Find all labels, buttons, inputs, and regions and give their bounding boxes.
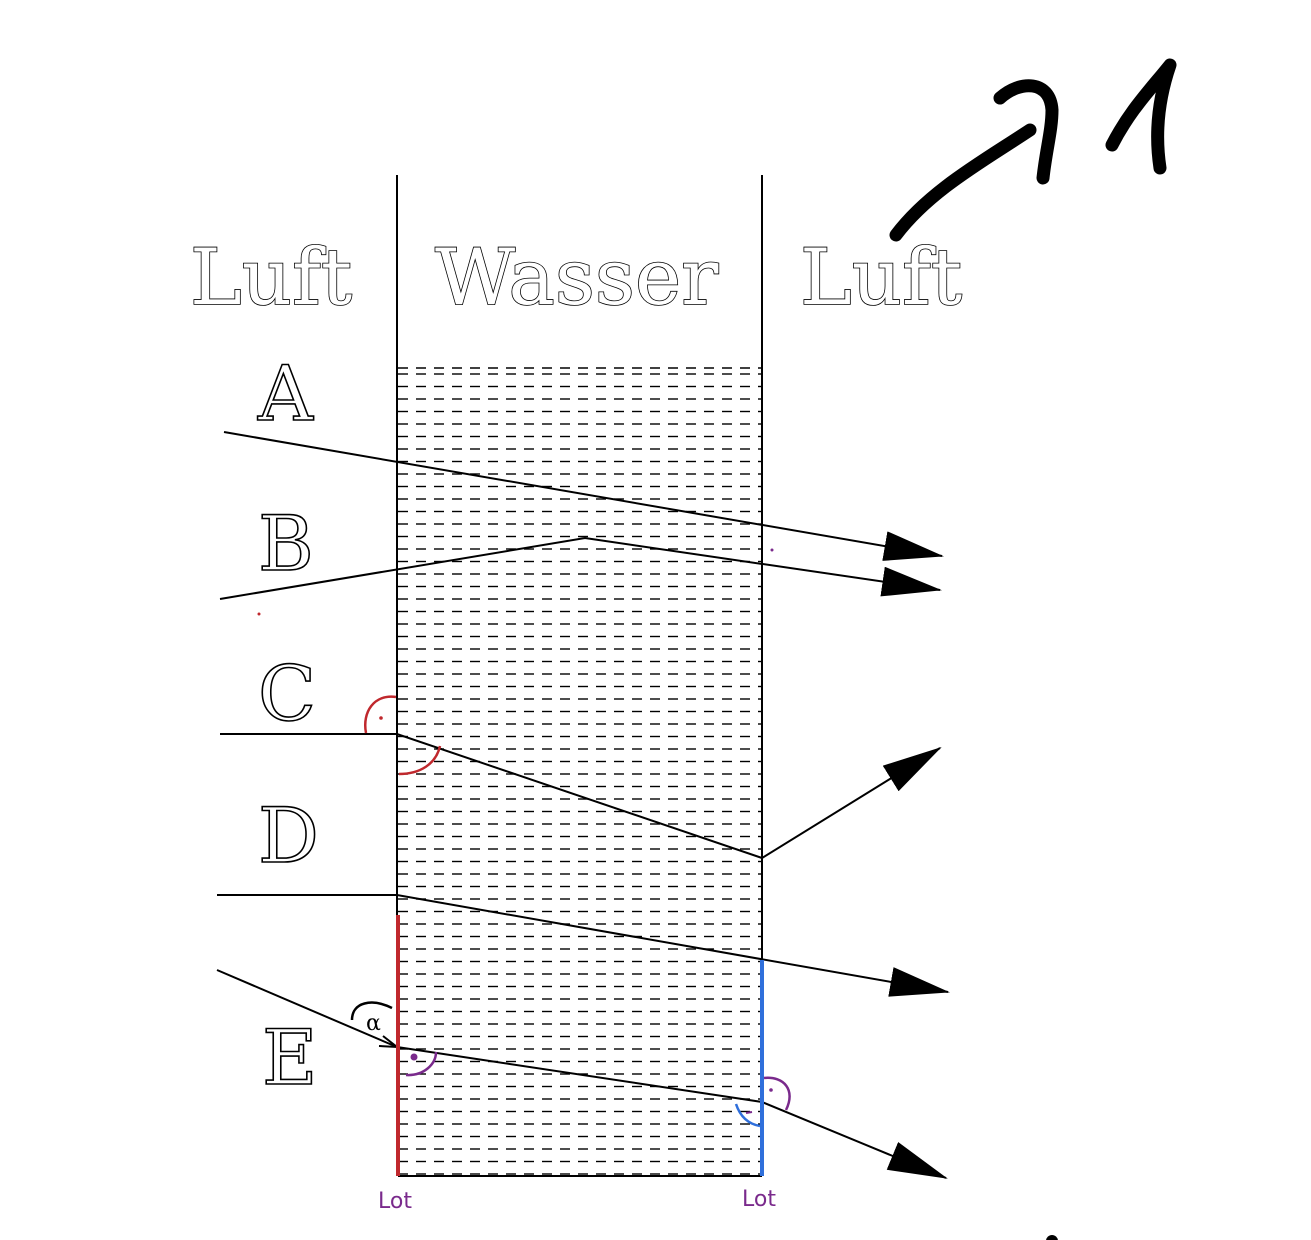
angle-mark-e-exit-inner <box>734 1103 761 1128</box>
normal-right-label: Lot <box>742 1187 776 1212</box>
handwritten-annotation: 711 <box>889 58 1177 242</box>
angle-dot-e <box>410 1053 418 1061</box>
ray-a <box>223 431 944 561</box>
medium-label-middle: Wasser <box>435 233 719 323</box>
medium-label-left: Luft <box>190 233 352 323</box>
ray-label-c: C <box>258 649 316 738</box>
angle-mark-e-incident <box>350 1001 393 1021</box>
angle-mark-e-exit-outer <box>763 1076 791 1111</box>
normal-left-label: Lot <box>378 1189 412 1214</box>
ray-e-incident <box>216 969 398 1048</box>
angle-mark-c-bottom <box>398 745 442 776</box>
ray-label-a: A <box>257 349 314 438</box>
ray-b <box>219 536 942 600</box>
ray-label-b: B <box>258 499 314 588</box>
angle-tick-e-exit <box>745 1111 753 1114</box>
ray-d <box>217 894 950 997</box>
medium-label-right: Luft <box>800 233 962 323</box>
ink-dot <box>1046 1235 1058 1240</box>
angle-mark-e-refracted <box>405 1051 438 1077</box>
angle-mark-c-top <box>364 695 397 734</box>
angle-dot-e-exit <box>769 1088 773 1092</box>
water-region <box>398 368 762 1176</box>
angle-alpha-label: α <box>366 1011 381 1036</box>
ray-c <box>220 733 942 860</box>
angle-dot-c <box>379 716 383 720</box>
ray-label-d: D <box>258 791 319 880</box>
stray-mark <box>770 548 774 552</box>
ray-label-e: E <box>262 1013 317 1102</box>
stray-mark <box>257 612 261 616</box>
